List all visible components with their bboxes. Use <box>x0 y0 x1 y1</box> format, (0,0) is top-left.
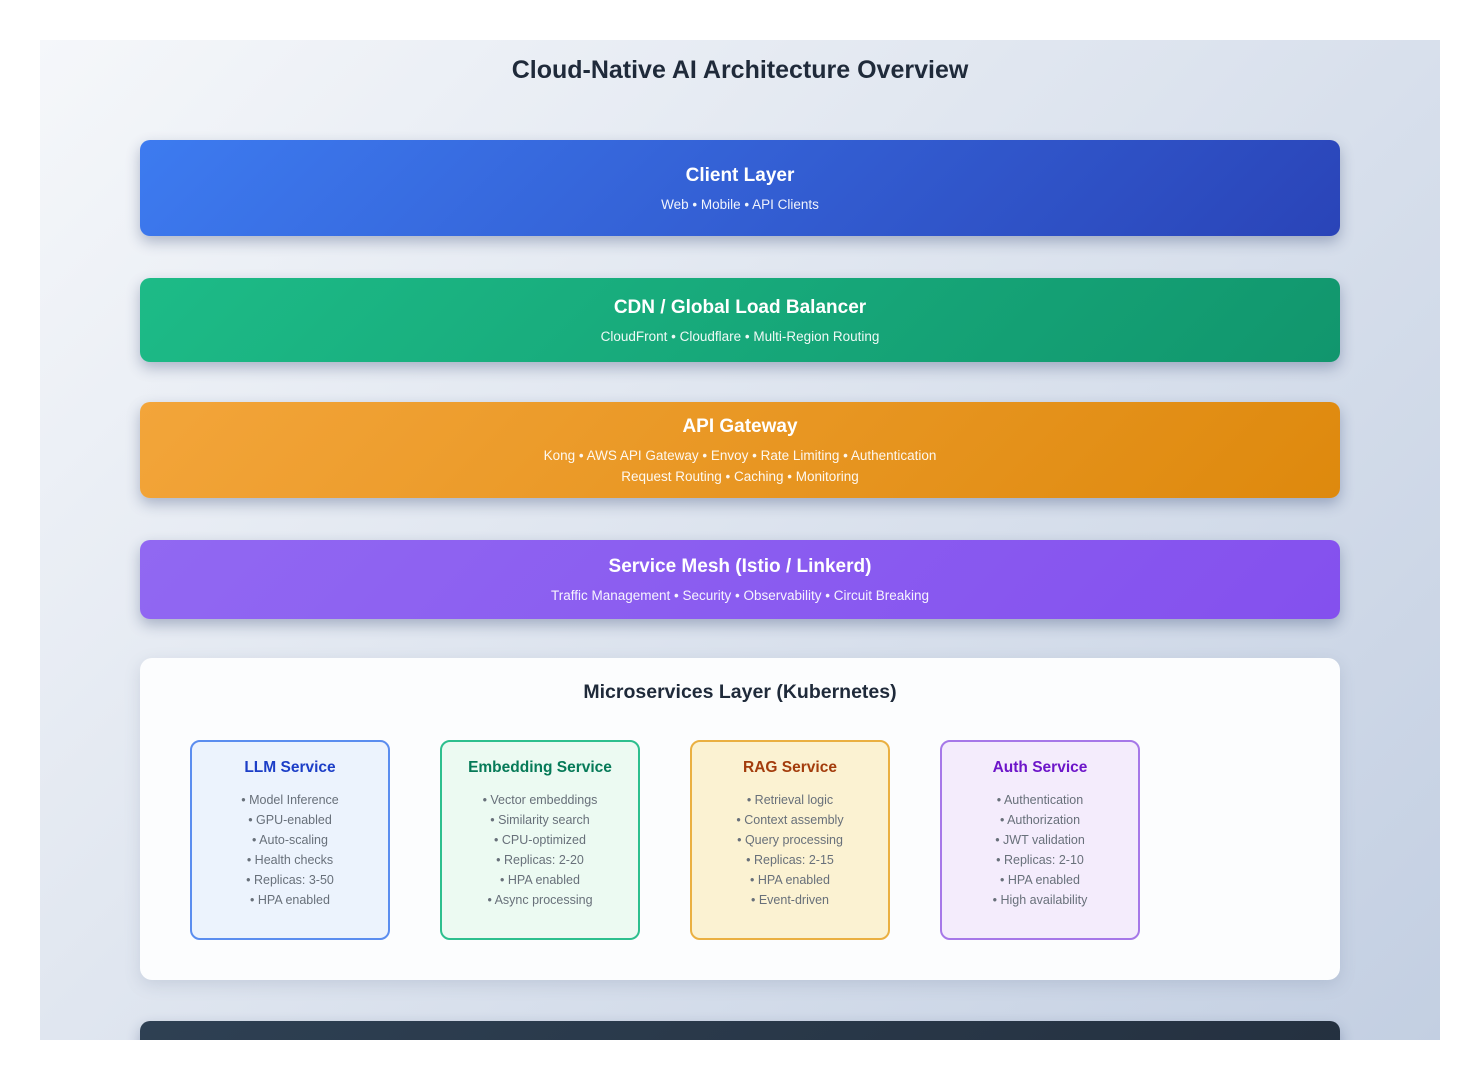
list-item: • Authorization <box>999 813 1081 827</box>
layer-cdn: CDN / Global Load Balancer CloudFront • … <box>140 278 1340 362</box>
list-item: • Auto-scaling <box>252 833 328 847</box>
diagram-canvas: Cloud-Native AI Architecture Overview Cl… <box>40 40 1440 1040</box>
list-item: • Async processing <box>487 893 593 907</box>
layer-service-mesh-title: Service Mesh (Istio / Linkerd) <box>608 556 872 577</box>
list-item: • Replicas: 3-50 <box>246 873 334 887</box>
layer-bottom-clipped <box>140 1021 1340 1040</box>
list-item: • Model Inference <box>241 793 339 807</box>
layer-client-subtitle: Web • Mobile • API Clients <box>661 196 819 212</box>
microservices-panel: Microservices Layer (Kubernetes) LLM Ser… <box>140 658 1340 980</box>
page-title: Cloud-Native AI Architecture Overview <box>511 56 969 84</box>
list-item: • Replicas: 2-10 <box>996 853 1084 867</box>
service-card-llm-items: • Model Inference • GPU-enabled • Auto-s… <box>192 790 388 910</box>
layer-api-gateway: API Gateway Kong • AWS API Gateway • Env… <box>140 402 1340 498</box>
service-card-rag-items: • Retrieval logic • Context assembly • Q… <box>692 790 888 910</box>
list-item: • Similarity search <box>490 813 590 827</box>
microservices-panel-title: Microservices Layer (Kubernetes) <box>583 681 897 703</box>
list-item: • High availability <box>992 893 1088 907</box>
list-item: • HPA enabled <box>1000 873 1080 887</box>
layer-client: Client Layer Web • Mobile • API Clients <box>140 140 1340 236</box>
list-item: • Context assembly <box>736 813 844 827</box>
layer-cdn-subtitle: CloudFront • Cloudflare • Multi-Region R… <box>600 328 880 344</box>
list-item: • Query processing <box>737 833 843 847</box>
service-cards-row: LLM Service • Model Inference • GPU-enab… <box>190 740 1340 940</box>
service-card-auth-items: • Authentication • Authorization • JWT v… <box>942 790 1138 910</box>
service-card-llm: LLM Service • Model Inference • GPU-enab… <box>190 740 390 940</box>
layer-api-gateway-subtitle-2: Request Routing • Caching • Monitoring <box>621 469 859 484</box>
service-card-embedding: Embedding Service • Vector embeddings • … <box>440 740 640 940</box>
service-card-auth-title: Auth Service <box>992 759 1088 776</box>
list-item: • Health checks <box>246 853 334 867</box>
list-item: • JWT validation <box>995 833 1085 847</box>
list-item: • CPU-optimized <box>494 833 586 847</box>
list-item: • HPA enabled <box>750 873 830 887</box>
list-item: • Replicas: 2-20 <box>496 853 584 867</box>
list-item: • Authentication <box>996 793 1084 807</box>
list-item: • Vector embeddings <box>482 793 598 807</box>
service-card-llm-title: LLM Service <box>244 759 336 776</box>
service-card-rag: RAG Service • Retrieval logic • Context … <box>690 740 890 940</box>
service-card-auth: Auth Service • Authentication • Authoriz… <box>940 740 1140 940</box>
list-item: • GPU-enabled <box>248 813 332 827</box>
service-card-embedding-title: Embedding Service <box>468 759 612 776</box>
list-item: • Event-driven <box>750 893 830 907</box>
layer-api-gateway-subtitle-1: Kong • AWS API Gateway • Envoy • Rate Li… <box>543 448 937 463</box>
list-item: • Replicas: 2-15 <box>746 853 834 867</box>
layer-cdn-title: CDN / Global Load Balancer <box>613 296 867 318</box>
layer-service-mesh: Service Mesh (Istio / Linkerd) Traffic M… <box>140 540 1340 619</box>
layer-client-title: Client Layer <box>685 164 795 186</box>
list-item: • HPA enabled <box>250 893 330 907</box>
service-card-embedding-items: • Vector embeddings • Similarity search … <box>442 790 638 910</box>
layer-api-gateway-title: API Gateway <box>682 416 798 437</box>
service-card-rag-title: RAG Service <box>743 759 837 776</box>
layer-service-mesh-subtitle: Traffic Management • Security • Observab… <box>550 588 930 603</box>
list-item: • Retrieval logic <box>746 793 834 807</box>
list-item: • HPA enabled <box>500 873 580 887</box>
